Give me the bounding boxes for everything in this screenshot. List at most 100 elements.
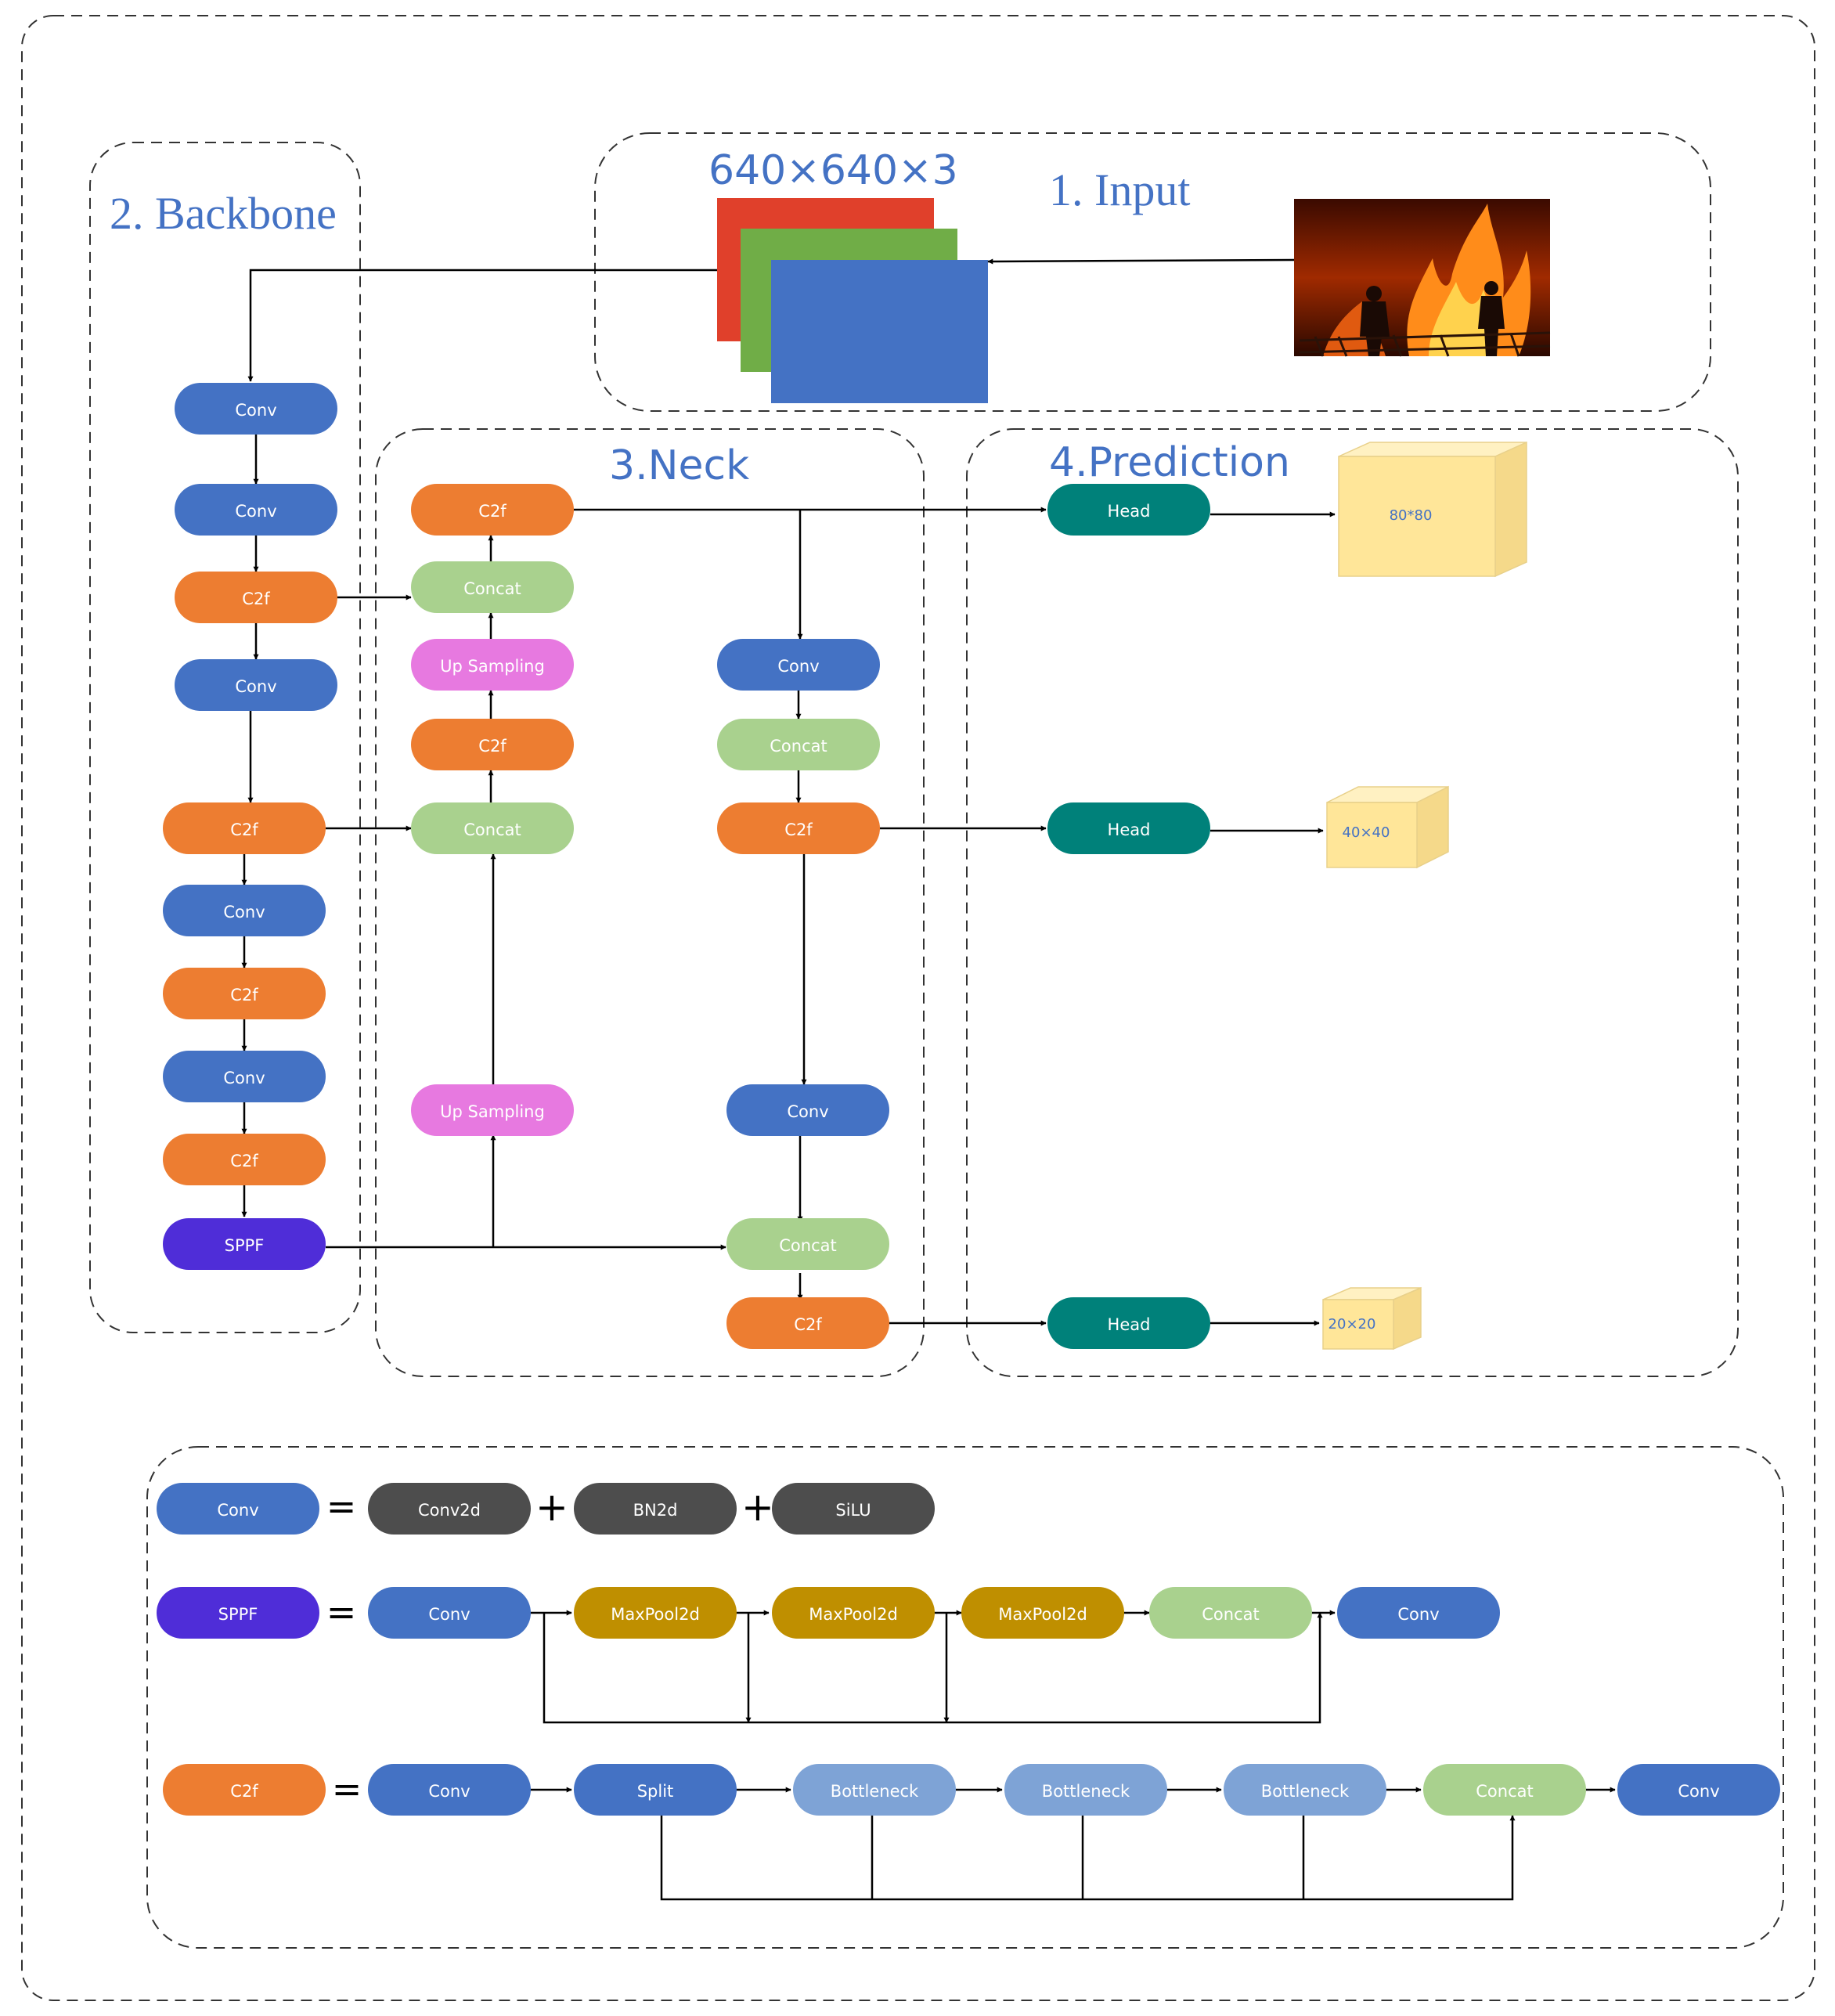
svg-text:MaxPool2d: MaxPool2d	[998, 1605, 1087, 1624]
svg-text:C2f: C2f	[230, 986, 258, 1004]
neck-concat-4: Concat	[726, 1218, 889, 1270]
svg-text:Bottleneck: Bottleneck	[831, 1782, 919, 1801]
prediction-title: 4.Prediction	[1049, 439, 1290, 486]
output-cube-medium: 40×40	[1326, 785, 1449, 869]
legend-sppf-concat: Concat	[1149, 1587, 1312, 1639]
svg-text:Conv: Conv	[217, 1501, 258, 1520]
svg-text:SiLU: SiLU	[835, 1501, 871, 1520]
backbone-conv-5: Conv	[163, 1051, 326, 1102]
svg-text:Head: Head	[1108, 502, 1151, 521]
svg-text:Conv2d: Conv2d	[418, 1501, 481, 1520]
svg-text:Concat: Concat	[463, 579, 521, 598]
output-small-label: 20×20	[1328, 1316, 1376, 1333]
neck-border	[375, 428, 925, 1377]
svg-text:Concat: Concat	[1202, 1605, 1259, 1624]
svg-text:Conv: Conv	[235, 677, 276, 696]
prediction-head-3: Head	[1047, 1297, 1210, 1349]
legend-c2f-conv-1: Conv	[368, 1764, 531, 1816]
neck-c2f-mid: C2f	[411, 719, 574, 770]
neck-concat-1: Concat	[411, 561, 574, 613]
node-layer: Conv Conv C2f Conv C2f Conv C2f Conv C2f…	[157, 383, 1780, 1816]
svg-text:Concat: Concat	[779, 1236, 836, 1255]
legend-c2f: C2f	[163, 1764, 326, 1816]
legend-bottleneck-1: Bottleneck	[793, 1764, 956, 1816]
backbone-c2f-3: C2f	[163, 968, 326, 1019]
svg-text:MaxPool2d: MaxPool2d	[809, 1605, 898, 1624]
backbone-sppf: SPPF	[163, 1218, 326, 1270]
svg-text:C2f: C2f	[478, 502, 507, 521]
legend-conv2d: Conv2d	[368, 1483, 531, 1535]
legend-c2f-concat: Concat	[1423, 1764, 1586, 1816]
svg-text:C2f: C2f	[230, 820, 258, 839]
svg-text:Conv: Conv	[235, 401, 276, 420]
legend-border	[146, 1446, 1784, 1949]
output-cube-large: 80*80	[1338, 441, 1527, 578]
neck-c2f-3: C2f	[726, 1297, 889, 1349]
backbone-conv-4: Conv	[163, 885, 326, 936]
legend-bn2d: BN2d	[574, 1483, 737, 1535]
prediction-border	[966, 428, 1739, 1377]
svg-text:BN2d: BN2d	[633, 1501, 678, 1520]
prediction-head-1: Head	[1047, 484, 1210, 536]
svg-text:Conv: Conv	[235, 502, 276, 521]
svg-text:SPPF: SPPF	[225, 1236, 265, 1255]
legend-plus-1: +	[535, 1484, 568, 1530]
svg-text:SPPF: SPPF	[218, 1605, 258, 1624]
output-large-label: 80*80	[1390, 507, 1433, 524]
neck-conv-1: Conv	[717, 639, 880, 691]
svg-text:Head: Head	[1108, 820, 1151, 839]
neck-c2f-2: C2f	[717, 802, 880, 854]
svg-text:MaxPool2d: MaxPool2d	[611, 1605, 700, 1624]
svg-text:C2f: C2f	[230, 1782, 258, 1801]
input-border	[594, 132, 1711, 412]
svg-text:Split: Split	[637, 1782, 674, 1801]
backbone-title: 2. Backbone	[110, 188, 337, 239]
input-channel-blue	[771, 260, 988, 403]
svg-text:Conv: Conv	[787, 1102, 828, 1121]
neck-c2f-top: C2f	[411, 484, 574, 536]
legend-equals-sppf: =	[326, 1591, 357, 1633]
svg-text:Up Sampling: Up Sampling	[440, 657, 545, 676]
legend-equals-c2f: =	[332, 1768, 362, 1810]
legend-split: Split	[574, 1764, 737, 1816]
backbone-conv-1: Conv	[175, 383, 337, 435]
legend-bottleneck-3: Bottleneck	[1224, 1764, 1386, 1816]
svg-text:Concat: Concat	[770, 737, 827, 756]
svg-text:Conv: Conv	[223, 1069, 265, 1087]
legend-bottleneck-2: Bottleneck	[1004, 1764, 1167, 1816]
svg-text:Head: Head	[1108, 1315, 1151, 1334]
svg-text:C2f: C2f	[784, 820, 813, 839]
legend-sppf-conv-2: Conv	[1337, 1587, 1500, 1639]
legend-maxpool-1: MaxPool2d	[574, 1587, 737, 1639]
backbone-border	[89, 142, 361, 1333]
neck-title: 3.Neck	[609, 442, 749, 489]
output-cube-small: 20×20	[1322, 1286, 1422, 1351]
backbone-conv-2: Conv	[175, 484, 337, 536]
input-fire-image	[1294, 199, 1551, 357]
svg-text:Conv: Conv	[777, 657, 819, 676]
svg-text:C2f: C2f	[478, 737, 507, 756]
neck-upsampling-2: Up Sampling	[411, 1084, 574, 1136]
svg-text:Bottleneck: Bottleneck	[1261, 1782, 1350, 1801]
svg-text:Concat: Concat	[1476, 1782, 1533, 1801]
svg-text:Conv: Conv	[1678, 1782, 1719, 1801]
input-size-label: 640×640×3	[708, 147, 958, 194]
svg-text:Bottleneck: Bottleneck	[1042, 1782, 1130, 1801]
legend-maxpool-2: MaxPool2d	[772, 1587, 935, 1639]
legend-plus-2: +	[741, 1484, 774, 1530]
svg-text:Concat: Concat	[463, 820, 521, 839]
backbone-c2f-2: C2f	[163, 802, 326, 854]
legend-maxpool-3: MaxPool2d	[961, 1587, 1124, 1639]
outer-border	[21, 15, 1815, 2001]
svg-text:Conv: Conv	[223, 903, 265, 921]
legend-sppf: SPPF	[157, 1587, 319, 1639]
connectors	[241, 258, 1616, 1901]
svg-text:Up Sampling: Up Sampling	[440, 1102, 545, 1121]
svg-text:Conv: Conv	[428, 1782, 470, 1801]
legend-silu: SiLU	[772, 1483, 935, 1535]
backbone-c2f-4: C2f	[163, 1134, 326, 1185]
svg-text:C2f: C2f	[230, 1152, 258, 1170]
input-title: 1. Input	[1049, 164, 1190, 215]
